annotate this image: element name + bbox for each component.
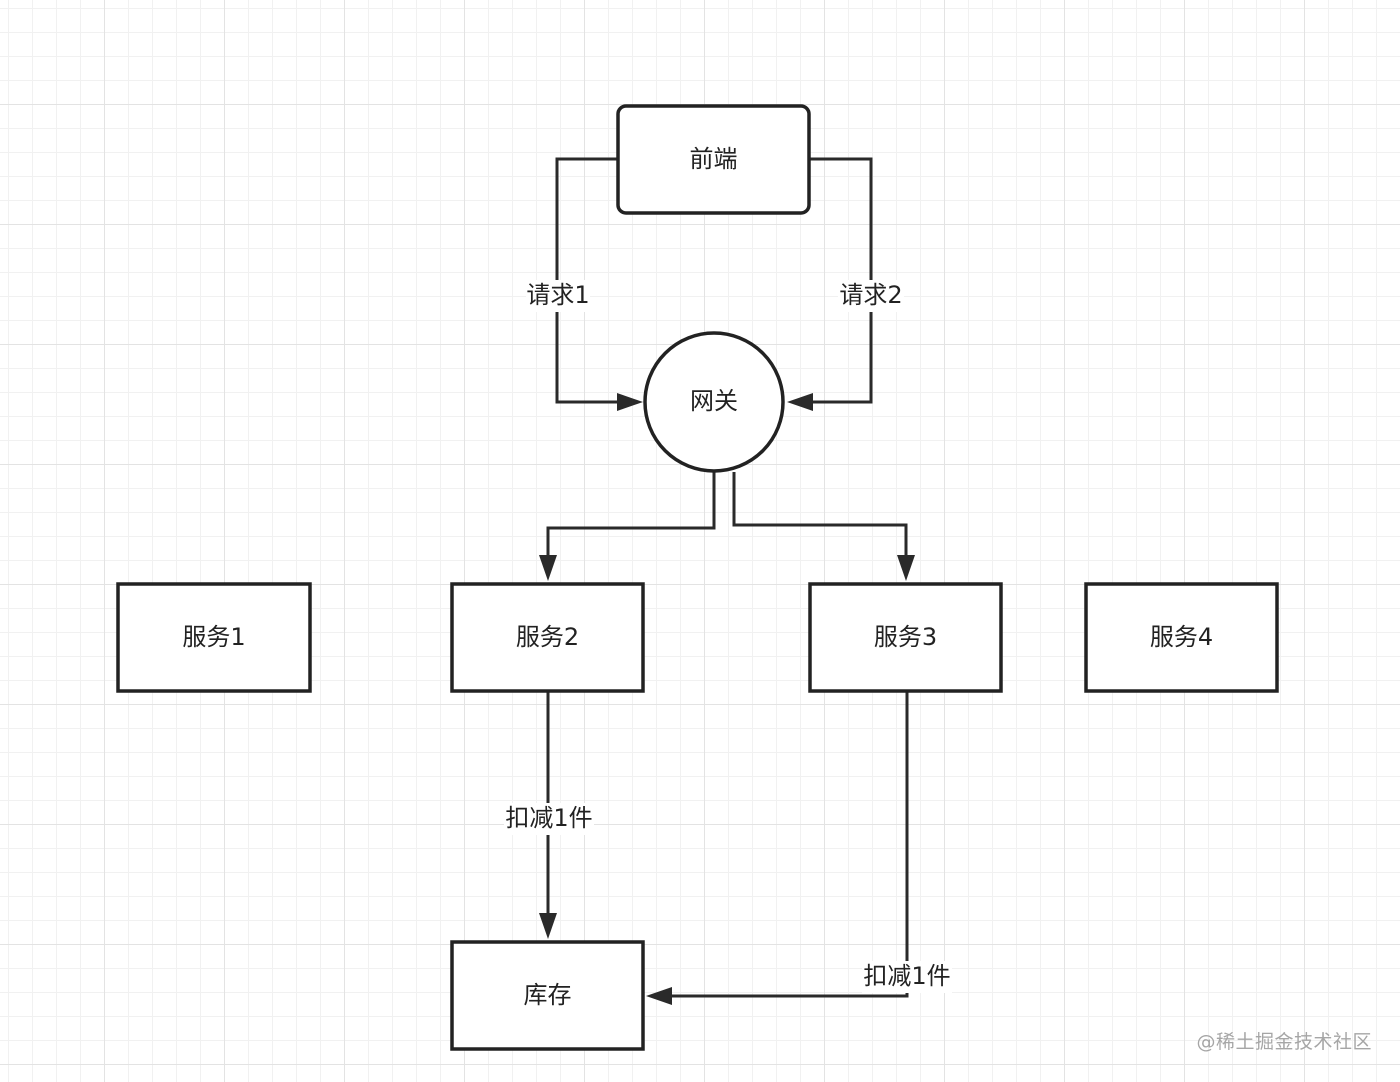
edge-label-request1: 请求1 — [526, 280, 590, 312]
node-service2-label: 服务2 — [516, 623, 579, 651]
node-service3-label: 服务3 — [874, 623, 937, 651]
edge-label-deduct-service2: 扣减1件 — [504, 803, 594, 835]
node-frontend[interactable]: 前端 — [616, 104, 811, 215]
node-inventory-label: 库存 — [524, 981, 572, 1009]
edge-label-request2: 请求2 — [838, 280, 904, 312]
node-service3[interactable]: 服务3 — [808, 582, 1003, 693]
edge-label-request1-text: 请求1 — [526, 281, 589, 309]
node-gateway-label: 网关 — [690, 387, 738, 415]
node-inventory[interactable]: 库存 — [450, 940, 645, 1051]
arrowhead-service3-to-inventory — [646, 987, 672, 1005]
arrowhead-request1 — [617, 393, 643, 411]
node-frontend-label: 前端 — [690, 145, 738, 173]
arrowhead-gateway-to-service3 — [897, 555, 915, 581]
arrowhead-gateway-to-service2 — [539, 555, 557, 581]
node-service4-label: 服务4 — [1150, 623, 1213, 651]
edge-label-deduct-service2-text: 扣减1件 — [505, 804, 592, 832]
watermark: @稀土掘金技术社区 — [1196, 1031, 1372, 1053]
edge-label-deduct-service3-text: 扣减1件 — [863, 962, 950, 990]
edge-gateway-to-service3[interactable] — [732, 472, 908, 562]
edge-label-deduct-service3: 扣减1件 — [862, 961, 952, 993]
node-service1[interactable]: 服务1 — [116, 582, 312, 693]
node-service2[interactable]: 服务2 — [450, 582, 645, 693]
edge-label-request2-text: 请求2 — [839, 281, 902, 309]
edge-gateway-to-service2[interactable] — [546, 472, 716, 562]
node-gateway[interactable]: 网关 — [643, 331, 785, 473]
node-service4[interactable]: 服务4 — [1084, 582, 1279, 693]
arrowhead-request2 — [787, 393, 813, 411]
edge-service3-to-inventory[interactable] — [664, 692, 909, 998]
node-service1-label: 服务1 — [182, 623, 245, 651]
arrowhead-service2-to-inventory — [539, 913, 557, 939]
